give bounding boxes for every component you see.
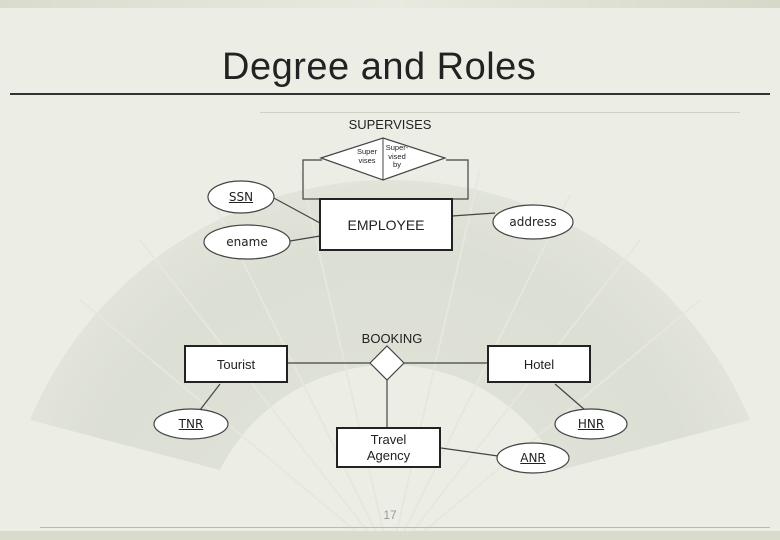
tourist-label: Tourist [185, 346, 287, 382]
supervises-right-link [446, 160, 468, 199]
hotel-label: Hotel [488, 346, 590, 382]
ename-link [290, 236, 320, 241]
booking-diamond [370, 346, 404, 380]
bottom-band [0, 531, 780, 540]
booking-label: BOOKING [350, 331, 434, 346]
anr-label: ANR [497, 451, 569, 465]
ename-label: ename [204, 235, 290, 249]
footer-rule [40, 527, 770, 528]
supervises-label: SUPERVISES [330, 117, 450, 132]
page-number: 17 [378, 508, 402, 522]
tnr-link [200, 384, 220, 410]
address-label: address [493, 215, 573, 229]
supervises-role-left: Super vises [352, 148, 382, 165]
travel-agency-label: Travel Agency [352, 428, 425, 467]
supervises-role-right: Super- vised by [384, 144, 410, 170]
hnr-label: HNR [555, 417, 627, 431]
employee-label: EMPLOYEE [320, 199, 452, 250]
tnr-label: TNR [154, 417, 228, 431]
hnr-link [555, 384, 585, 410]
address-link [452, 213, 495, 216]
ssn-label: SSN [208, 190, 274, 204]
ssn-link [272, 197, 320, 223]
anr-link [441, 448, 498, 456]
supervises-left-link [303, 160, 322, 199]
